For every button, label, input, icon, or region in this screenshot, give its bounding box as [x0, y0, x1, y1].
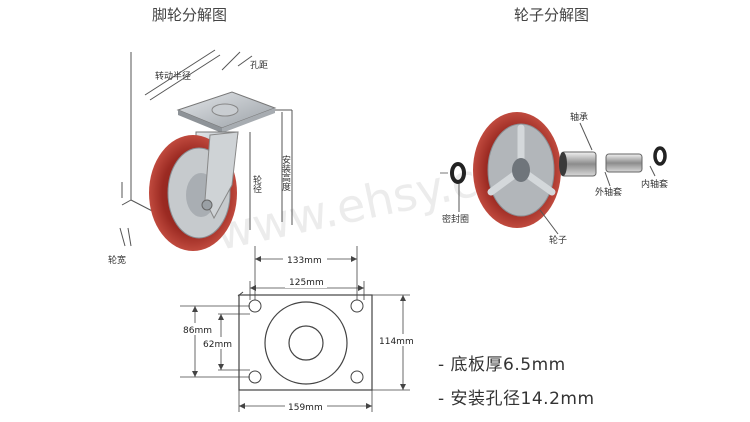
dim-plate-height: 114mm [379, 337, 414, 347]
wheel-label: 轮子 [549, 234, 567, 246]
install-height-label: 安装高度 [280, 154, 291, 192]
spec-hole-diameter: - 安装孔径14.2mm [438, 389, 595, 409]
caster-exploded-title: 脚轮分解图 [152, 6, 227, 24]
mounting-plate-drawing: 133mm 125mm 86mm 62mm 114mm 159mm [180, 246, 417, 413]
dim-outer-width: 133mm [287, 256, 322, 266]
dim-plate-width: 159mm [288, 403, 323, 413]
inner-sleeve-label: 内轴套 [641, 178, 668, 190]
wheel-diameter-label: 轮径 [251, 174, 262, 193]
wheel-width-label: 轮宽 [108, 254, 126, 266]
caster-illustration: 转动半径 孔距 安装高度 轮径 轮宽 [108, 49, 293, 266]
hole-spacing-label: 孔距 [250, 60, 268, 71]
wheel-illustration: 轴承 外轴套 内轴套 密封圈 轮子 [440, 111, 668, 246]
wheel-exploded-title: 轮子分解图 [514, 6, 589, 24]
spec-plate-thickness: - 底板厚6.5mm [438, 355, 566, 375]
swivel-radius-label: 转动半径 [155, 70, 191, 82]
dim-outer-height: 86mm [183, 326, 212, 336]
outer-sleeve-label: 外轴套 [595, 186, 622, 198]
bearing-label: 轴承 [570, 111, 588, 123]
dim-inner-height: 62mm [203, 340, 232, 350]
seal-ring-label: 密封圈 [442, 213, 469, 225]
dim-inner-width: 125mm [289, 278, 324, 288]
svg-text:安装高度: 安装高度 [280, 154, 291, 192]
